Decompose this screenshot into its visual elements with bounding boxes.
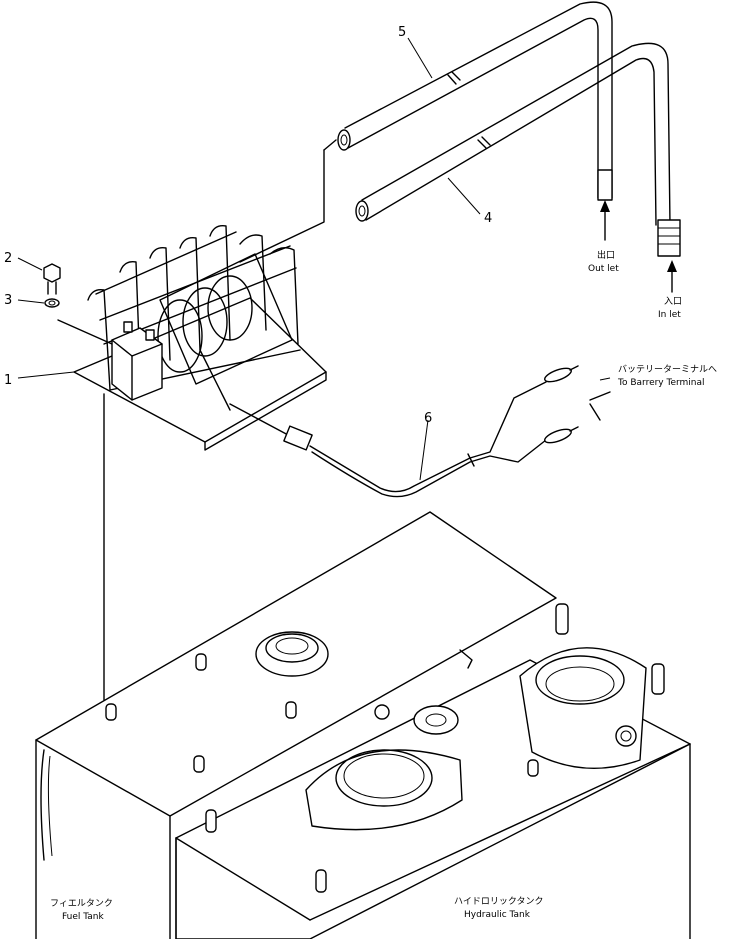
heater-cylinder <box>157 253 293 385</box>
hose-4 <box>355 42 681 257</box>
wire-harness-6 <box>229 365 611 498</box>
callout-2: 2 <box>4 251 12 266</box>
outlet-arrow <box>600 200 610 241</box>
hose-5 <box>323 1 613 201</box>
fuel-tank-label-en: Fuel Tank <box>62 912 105 922</box>
tank-bosses <box>105 603 665 893</box>
battery-label-en: To Barrery Terminal <box>617 378 705 388</box>
hydraulic-tank-label-en: Hydraulic Tank <box>464 910 531 920</box>
hydraulic-tank-label-jp: ハイドロリックタンク <box>454 896 543 907</box>
inlet-label-jp: 入口 <box>664 296 682 307</box>
control-box <box>111 321 163 401</box>
battery-label-jp: バッテリーターミナルへ <box>618 364 717 375</box>
inlet-label-en: In let <box>658 310 681 320</box>
inlet-arrow <box>667 260 677 293</box>
outlet-label-en: Out let <box>588 264 619 274</box>
callout-3: 3 <box>4 293 12 308</box>
fuel-filler-cap <box>255 631 329 677</box>
washer-3 <box>44 298 60 308</box>
fuel-tank-label-jp: フィエルタンク <box>50 898 113 909</box>
hydraulic-access-cover <box>305 704 463 831</box>
callout-5: 5 <box>398 25 406 40</box>
heater-base-plate <box>73 297 327 451</box>
callout-1: 1 <box>4 373 12 388</box>
callout-6: 6 <box>424 411 432 426</box>
bolt-2 <box>43 263 61 295</box>
hydraulic-filler <box>519 647 647 769</box>
callout-4: 4 <box>484 211 492 226</box>
outlet-label-jp: 出口 <box>597 249 615 261</box>
